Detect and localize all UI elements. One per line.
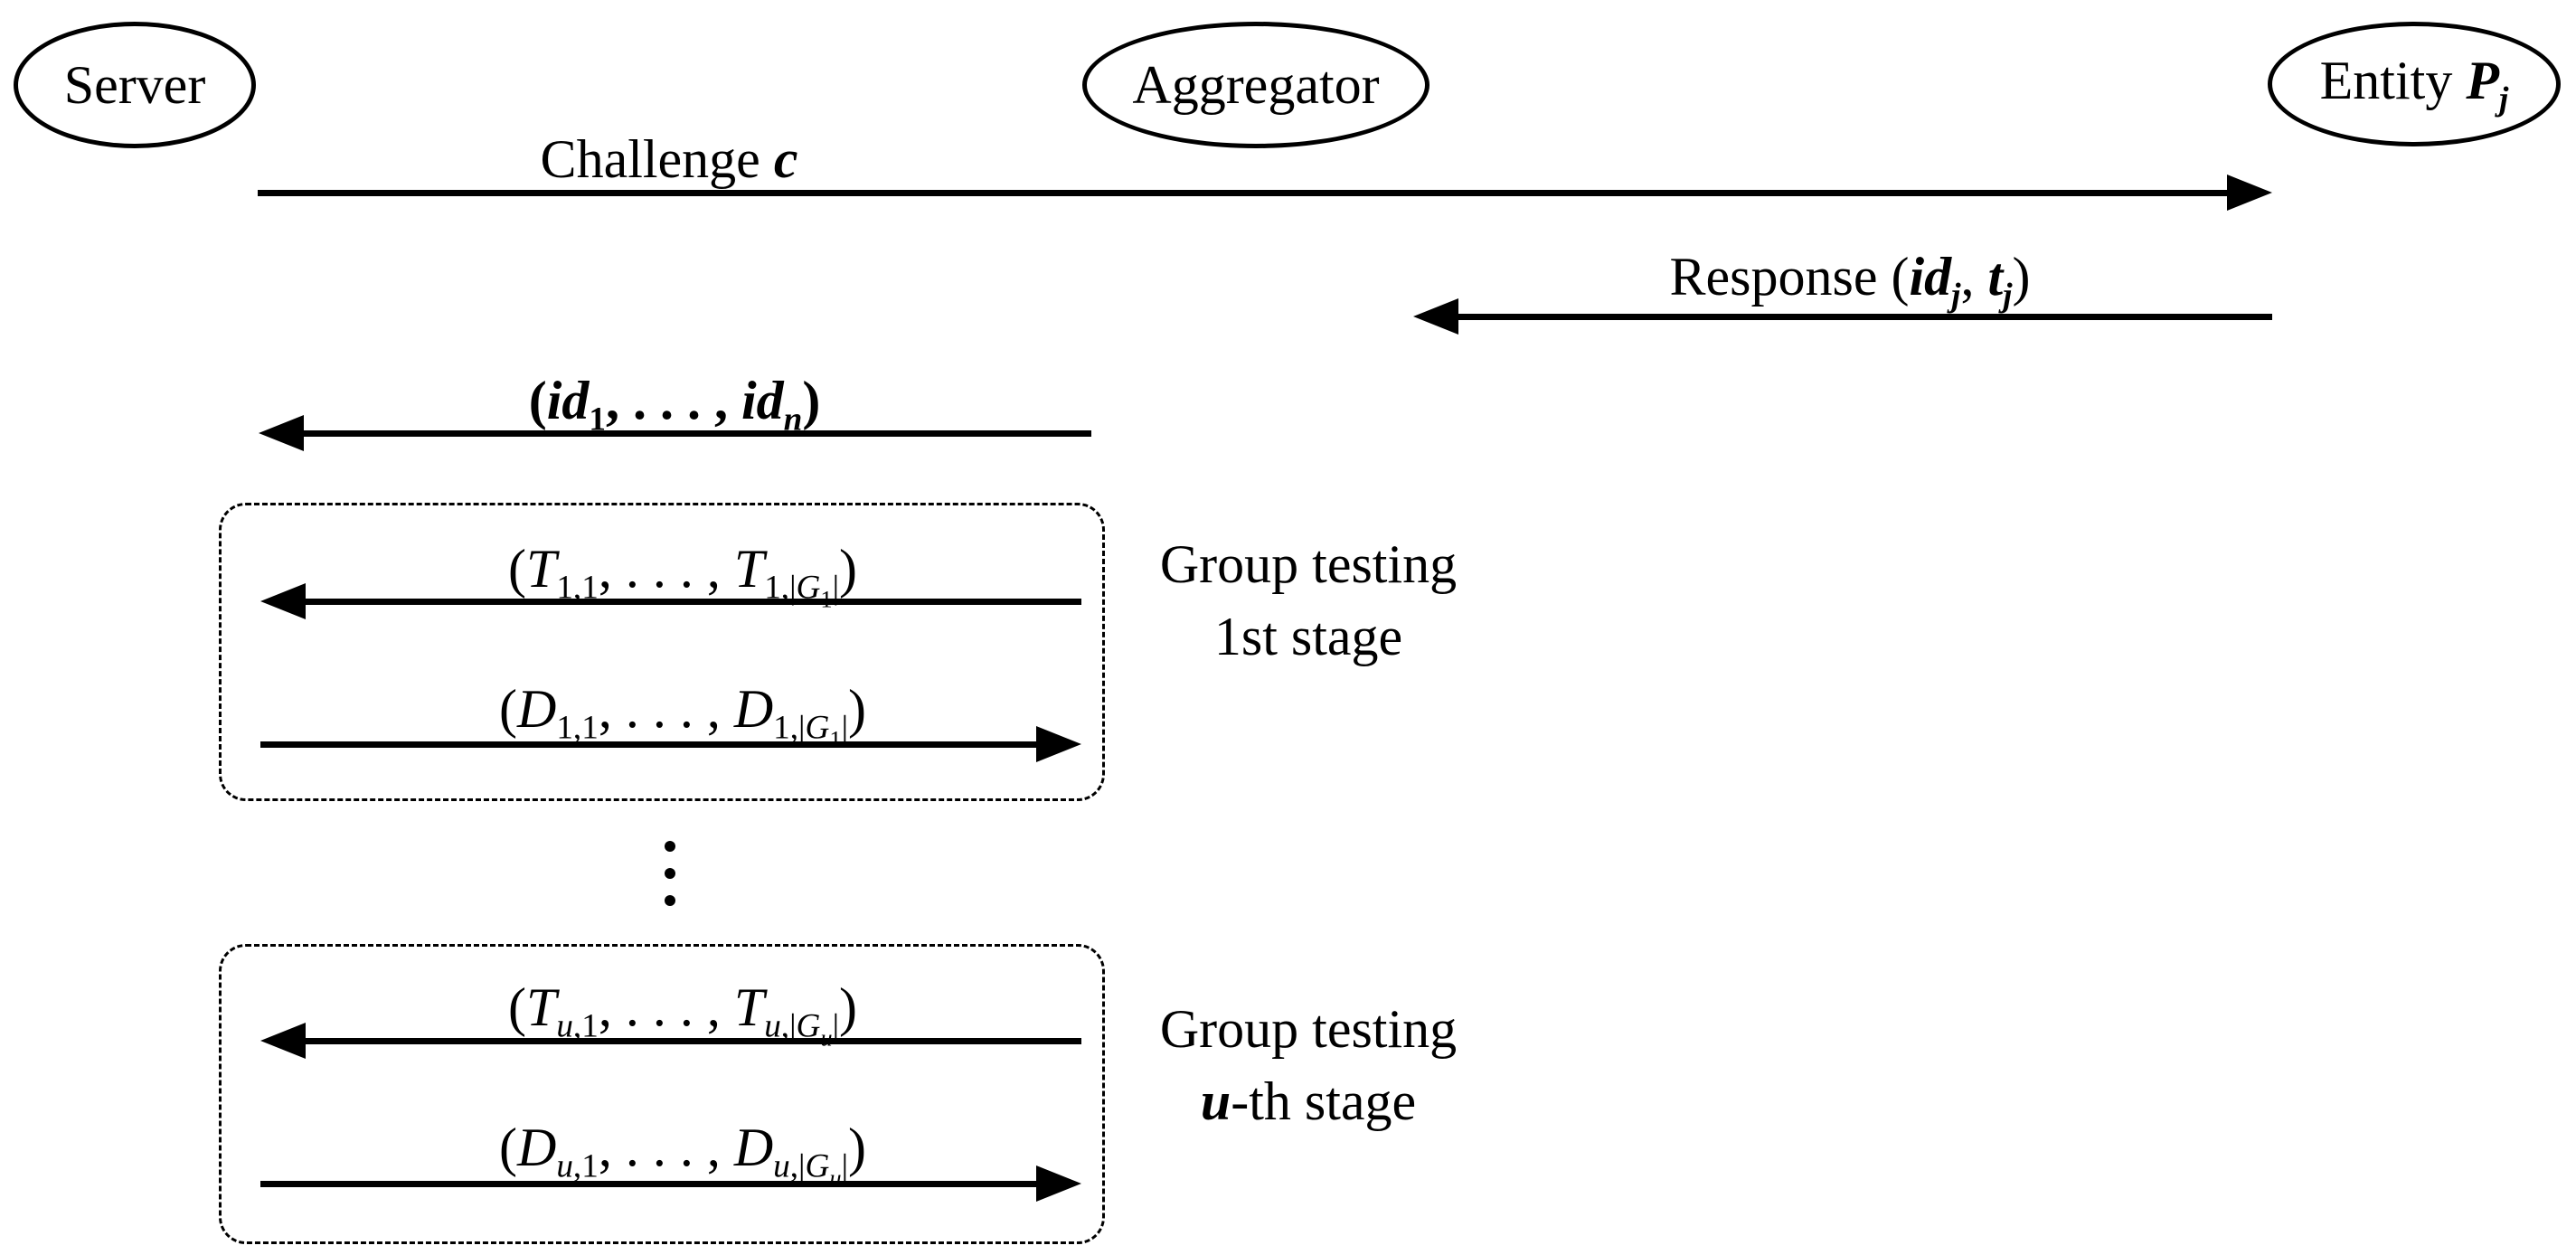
tu-arrowhead-icon xyxy=(260,1023,306,1059)
response-label: Response (idj, tj) xyxy=(1669,247,2031,315)
t1-arrowhead-icon xyxy=(260,583,306,619)
du-label: (Du,1, . . . , Du,|Gu|) xyxy=(499,1118,866,1192)
stage1-note: Group testing 1st stage xyxy=(1160,528,1457,673)
response-arrowhead-icon xyxy=(1413,298,1458,335)
stage1-note-line2: 1st stage xyxy=(1213,607,1403,666)
challenge-arrowhead-icon xyxy=(2227,175,2272,211)
ids-arrowhead-icon xyxy=(259,415,304,451)
stageu-note-line1: Group testing xyxy=(1159,999,1458,1059)
entity-pj-node: Entity Pj xyxy=(2268,22,2561,146)
server-node: Server xyxy=(14,22,256,148)
stage1-note-line1: Group testing xyxy=(1159,534,1458,594)
du-arrow-shaft xyxy=(260,1181,1036,1187)
t1-label: (T1,1, . . . , T1,|G1|) xyxy=(507,539,858,613)
ids-arrow-shaft xyxy=(301,430,1091,437)
d1-arrowhead-icon xyxy=(1036,726,1081,762)
aggregator-node: Aggregator xyxy=(1082,22,1430,148)
challenge-label: Challenge c xyxy=(540,129,798,189)
d1-arrow-shaft xyxy=(260,741,1036,748)
aggregator-label: Aggregator xyxy=(1132,54,1380,115)
d1-label: (D1,1, . . . , D1,|G1|) xyxy=(499,679,866,753)
stageu-note-line2: u-th stage xyxy=(1200,1071,1417,1131)
t1-arrow-shaft xyxy=(303,599,1081,605)
stageu-box xyxy=(219,944,1105,1244)
stage1-box xyxy=(219,503,1105,801)
entity-pj-label: Entity Pj xyxy=(2319,50,2509,118)
tu-label: (Tu,1, . . . , Tu,|Gu|) xyxy=(507,977,858,1052)
stageu-note: Group testing u-th stage xyxy=(1160,993,1457,1137)
du-arrowhead-icon xyxy=(1036,1165,1081,1202)
ids-label: (id1, . . . , idn) xyxy=(528,371,821,439)
server-label: Server xyxy=(63,54,206,115)
response-arrow-shaft xyxy=(1456,314,2272,320)
tu-arrow-shaft xyxy=(303,1038,1081,1044)
challenge-arrow-shaft xyxy=(258,190,2229,196)
